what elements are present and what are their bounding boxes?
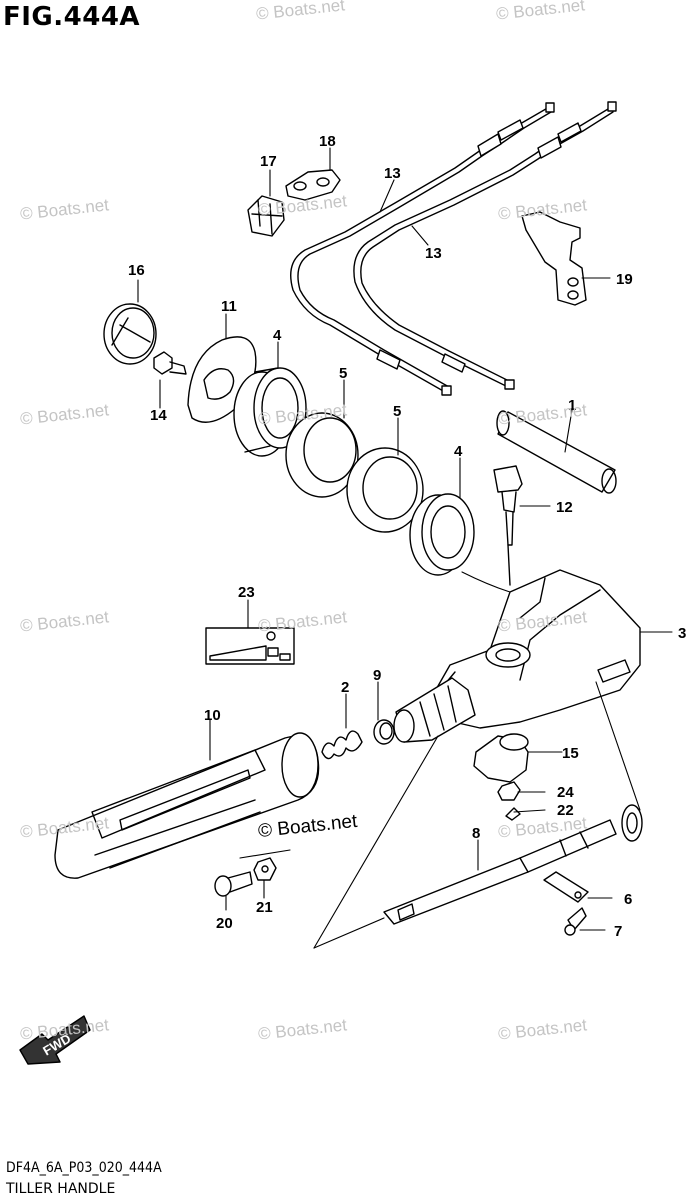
fwd-arrow-icon (19, 1015, 91, 1065)
callout-5b: 5 (393, 403, 401, 420)
part-7-grip (54, 732, 320, 879)
part-24-nut (497, 781, 521, 801)
callout-10: 6 (624, 891, 632, 908)
callout-17: 21 (256, 899, 273, 916)
callout-18: 22 (557, 802, 574, 819)
part-2-spring (321, 730, 363, 760)
part-5-ring-upper (285, 412, 359, 498)
callout-19: 16 (128, 262, 145, 279)
callout-23: 23 (238, 584, 255, 601)
throttle-shaft-sleeve (393, 677, 476, 743)
callout-1: 1 (568, 397, 576, 414)
part-16-screw (214, 871, 253, 897)
part-3-tiller-housing (429, 569, 641, 729)
callout-numbers: 18 17 13 13 19 16 11 4 14 5 5 4 1 12 3 2… (40, 133, 686, 1058)
part-14-bolt (153, 351, 187, 375)
part-10-plate (543, 871, 589, 903)
part-5-ring-lower (346, 447, 424, 533)
part-8-throttle-shaft (383, 804, 643, 925)
callout-21: 18 (319, 133, 336, 150)
callout-22: 19 (616, 271, 633, 288)
part-22-bracket (521, 211, 587, 306)
part-9-collar (373, 719, 395, 745)
callout-24: 24 (557, 784, 574, 801)
part-17-washer (253, 857, 277, 881)
callout-7: 10 (204, 707, 221, 724)
callout-20: 17 (260, 153, 277, 170)
callout-13a: 13 (384, 165, 401, 182)
callout-4b: 4 (454, 443, 463, 460)
part-18-pin (505, 807, 521, 821)
callout-4a: 4 (273, 327, 282, 344)
callout-11: 12 (556, 499, 573, 516)
figure-code: DF4A_6A_P03_020_444A (6, 1160, 162, 1176)
part-23-label (205, 627, 295, 665)
part-4-sleeve-lower (409, 493, 475, 576)
callout-16: 20 (216, 915, 233, 932)
callout-2: 2 (341, 679, 349, 696)
part-21-bracket (285, 169, 341, 201)
part-15-screw (564, 907, 587, 936)
part-4-sleeve-upper (233, 367, 307, 457)
callout-13b: 13 (425, 245, 442, 262)
part-1-tube (496, 410, 617, 494)
callout-9: 9 (373, 667, 381, 684)
callout-5a: 5 (339, 365, 347, 382)
figure-name: TILLER HANDLE (6, 1181, 116, 1197)
callout-8: 8 (472, 825, 480, 842)
leader-lines (137, 147, 673, 949)
callout-6: 11 (221, 298, 237, 315)
callout-3: 3 (678, 625, 686, 642)
part-13-throttle-cables (290, 101, 617, 396)
part-12-stopper (473, 733, 529, 783)
figure-title: FIG.444A (3, 2, 141, 32)
callout-15: 7 (614, 923, 622, 940)
callout-12: 15 (562, 745, 579, 762)
part-11-pin (493, 465, 523, 586)
callout-14: 14 (150, 407, 167, 424)
part-19-cap (103, 303, 157, 365)
part-20-cable-clip (247, 195, 285, 237)
